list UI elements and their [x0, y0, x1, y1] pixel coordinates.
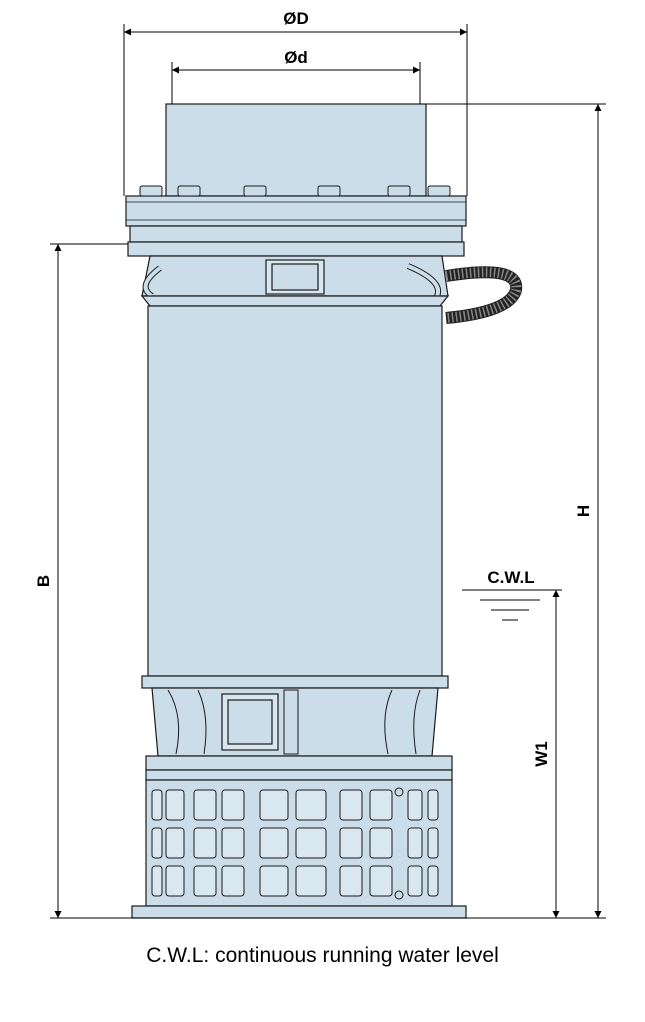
strainer-opening: [221, 865, 245, 897]
strainer-opening: [295, 827, 327, 859]
strainer-opening: [193, 827, 217, 859]
strainer-top-band: [145, 755, 453, 771]
b-label: B: [34, 575, 53, 587]
flange-bolts: [139, 185, 451, 197]
strainer-opening: [151, 865, 163, 897]
strainer-opening: [427, 827, 439, 859]
strainer-openings: [151, 789, 439, 897]
strainer-opening: [369, 865, 393, 897]
strainer-opening: [427, 789, 439, 821]
motor-cover: [165, 103, 427, 197]
strainer-opening: [193, 865, 217, 897]
lower-flange: [129, 225, 463, 243]
strainer-opening: [165, 865, 185, 897]
strainer-opening: [407, 865, 423, 897]
od-label: ØD: [283, 9, 309, 28]
id-label: Ød: [284, 48, 308, 67]
lower-body-flange: [141, 675, 449, 689]
strainer-opening: [339, 865, 363, 897]
strainer-opening: [407, 827, 423, 859]
strainer-opening: [259, 865, 289, 897]
strainer-opening: [369, 789, 393, 821]
h-label: H: [574, 505, 593, 517]
strainer-opening: [259, 827, 289, 859]
strainer-opening: [407, 789, 423, 821]
strainer-opening: [427, 865, 439, 897]
strainer-opening: [165, 789, 185, 821]
strainer-bolts: [394, 787, 404, 900]
main-cylinder: [147, 305, 443, 677]
strainer-opening: [221, 789, 245, 821]
strainer-opening: [259, 789, 289, 821]
strainer-opening: [165, 827, 185, 859]
strainer-opening: [295, 865, 327, 897]
strainer-opening: [339, 827, 363, 859]
dimensions: [50, 24, 606, 919]
strainer-opening: [369, 827, 393, 859]
cwl-label: C.W.L: [487, 568, 534, 587]
strainer-opening: [339, 789, 363, 821]
base-plate: [131, 905, 467, 919]
strainer-opening: [151, 827, 163, 859]
strainer-opening: [221, 827, 245, 859]
strainer-opening: [151, 789, 163, 821]
caption: C.W.L: continuous running water level: [146, 944, 499, 967]
upper-flange: [125, 195, 467, 227]
power-cable: [445, 266, 523, 324]
w1-label: W1: [532, 741, 551, 767]
strainer-opening: [295, 789, 327, 821]
strainer-opening: [193, 789, 217, 821]
